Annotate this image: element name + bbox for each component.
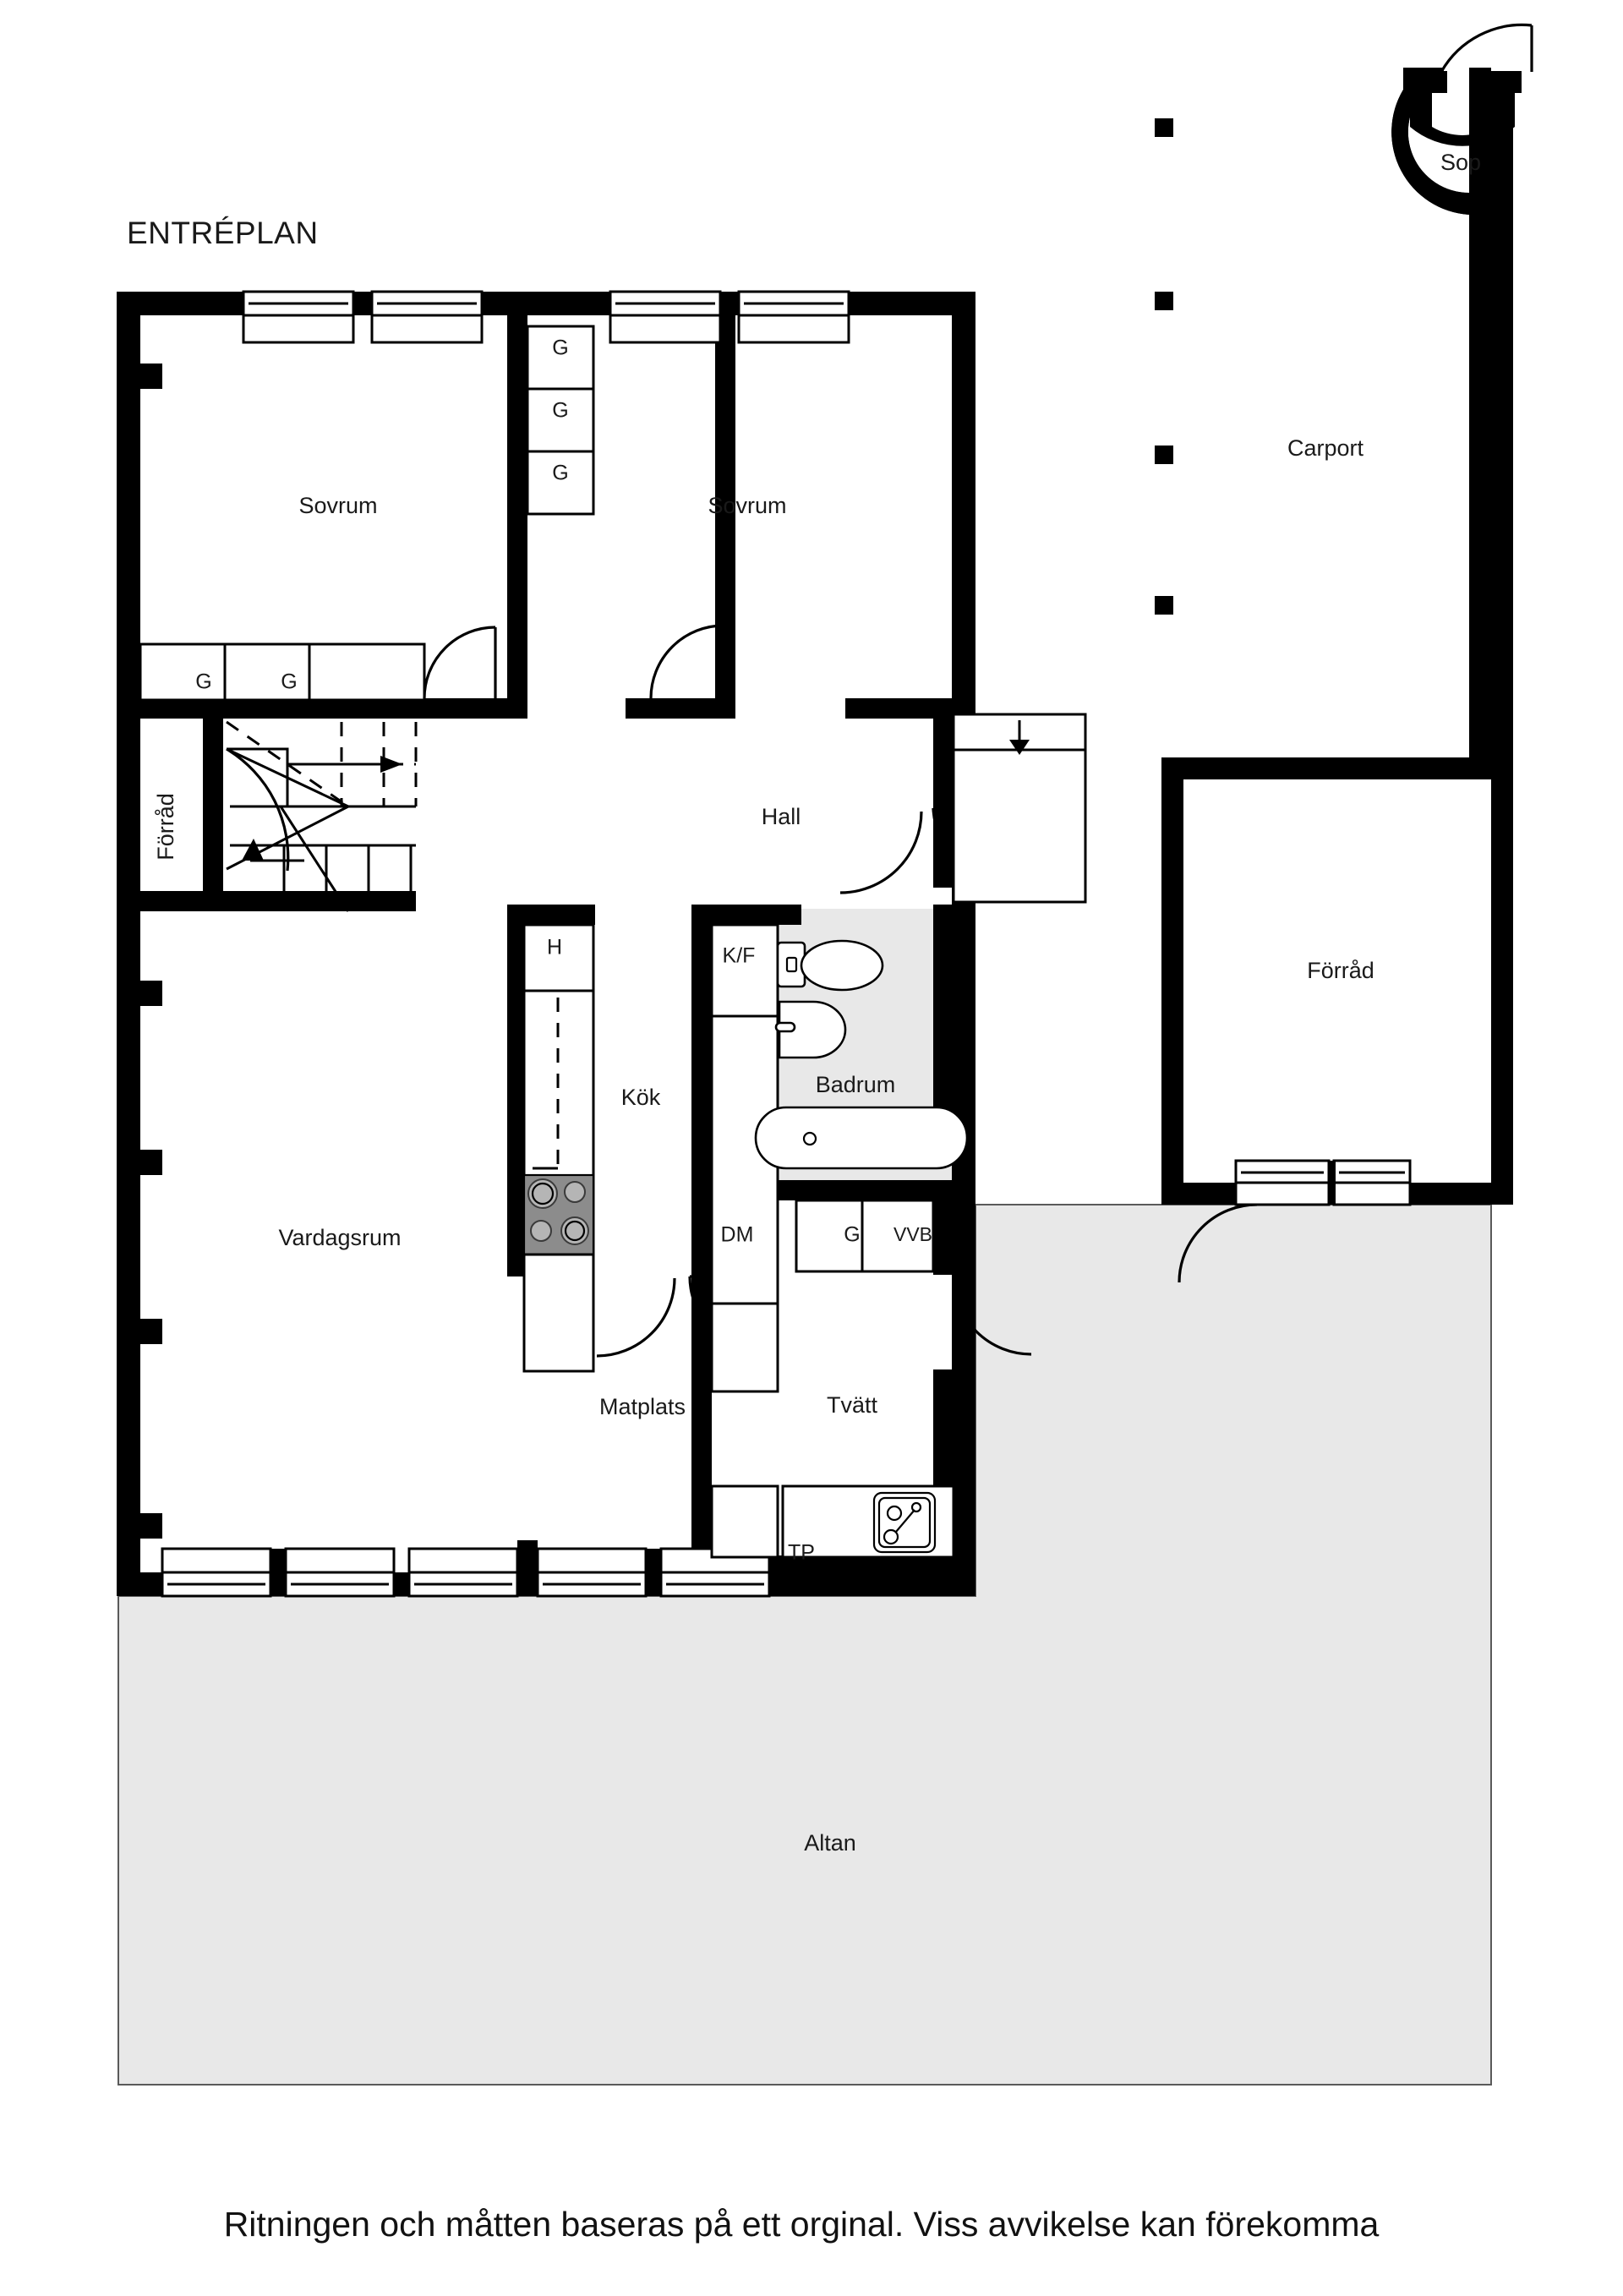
toilet-icon <box>776 939 884 992</box>
stair-up-arrow-icon <box>242 839 304 862</box>
stair-direction-arrow-icon <box>298 756 402 773</box>
laundry-bottom-row <box>710 1484 955 1559</box>
staircase <box>226 720 418 912</box>
bathroom-fixtures <box>754 939 969 1170</box>
fixture-label-wardrobe-r2: G <box>552 399 568 423</box>
stove-hob-icon <box>522 1173 595 1256</box>
wardrobe-box <box>526 387 595 453</box>
room-label-vardagsrum: Vardagsrum <box>278 1225 401 1250</box>
wardrobe-row-left <box>139 642 426 702</box>
window-icon <box>536 1547 648 1598</box>
fixture-label-wardrobe-l2: G <box>281 670 297 694</box>
room-label-altan: Altan <box>804 1830 856 1856</box>
room-label-sovrum-right: Sovrum <box>708 493 786 518</box>
fixture-label-dryer: TP <box>788 1541 815 1565</box>
room-label-kok: Kök <box>621 1085 661 1110</box>
window-icon <box>609 290 722 344</box>
bathtub-icon <box>754 1106 969 1170</box>
carport-pillar-icon <box>1155 118 1173 137</box>
forrad-outer-walls <box>1161 757 1513 1205</box>
carport-pillar-group <box>1155 118 1173 615</box>
room-label-matplats: Matplats <box>599 1394 686 1419</box>
washbasin-icon <box>774 1000 847 1059</box>
fixture-label-wardrobe-r1: G <box>552 336 568 360</box>
door-swing-icon <box>596 1277 676 1358</box>
carport-pillar-icon <box>1155 292 1173 310</box>
door-swing-icon <box>423 626 497 699</box>
wardrobe-column-right <box>526 325 595 516</box>
window-icon <box>242 290 355 344</box>
door-swing-icon <box>1178 1203 1258 1283</box>
window-icon <box>1332 1159 1412 1206</box>
altan-region <box>117 1204 1492 2086</box>
window-icon <box>161 1547 272 1598</box>
fixture-label-wardrobe-t: G <box>844 1223 860 1247</box>
door-swing-icon <box>649 624 725 699</box>
carport-pillar-icon <box>1155 446 1173 464</box>
door-swing-icon <box>952 1275 1032 1356</box>
wardrobe-box <box>308 642 426 702</box>
utility-sink-icon <box>872 1491 937 1554</box>
page-title: ENTRÉPLAN <box>127 216 319 250</box>
door-swing-icon <box>1440 23 1533 73</box>
fixture-label-hood: H <box>547 936 562 959</box>
room-label-hall: Hall <box>762 804 801 829</box>
fixture-label-wardrobe-r3: G <box>552 462 568 485</box>
window-icon <box>1234 1159 1331 1206</box>
fixture-label-fridge: K/F <box>723 944 756 968</box>
kitchen-counter <box>522 923 595 1373</box>
carport-pillar-icon <box>1155 596 1173 615</box>
window-icon <box>370 290 484 344</box>
room-label-sop: Sop <box>1440 150 1481 175</box>
window-icon <box>407 1547 519 1598</box>
window-icon <box>737 290 850 344</box>
fixture-label-wardrobe-l1: G <box>195 670 211 694</box>
door-swing-icon <box>839 811 923 894</box>
room-label-carport: Carport <box>1287 435 1364 461</box>
room-label-forrad-outer: Förråd <box>1307 958 1374 983</box>
room-label-sovrum-left: Sovrum <box>298 493 377 518</box>
step-down-arrow-icon <box>952 713 1087 904</box>
wardrobe-box <box>139 642 227 702</box>
top-window-group <box>242 290 850 344</box>
bottom-window-group <box>161 1540 771 1598</box>
room-label-tvatt: Tvätt <box>827 1392 878 1418</box>
room-label-forrad-inner: Förråd <box>153 793 178 861</box>
forrad-outer-window-group <box>1234 1159 1412 1206</box>
disclaimer-caption: Ritningen och måtten baseras på ett orgi… <box>224 2205 1380 2244</box>
fixture-label-waterheater: VVB <box>893 1223 932 1245</box>
carport-right-wall <box>1491 85 1513 759</box>
wardrobe-box <box>223 642 311 702</box>
window-icon <box>284 1547 396 1598</box>
fixture-label-dishwasher: DM <box>721 1223 754 1247</box>
laundry-cabinet-row <box>795 1199 935 1273</box>
room-label-badrum: Badrum <box>816 1072 896 1097</box>
wardrobe-box <box>526 450 595 516</box>
